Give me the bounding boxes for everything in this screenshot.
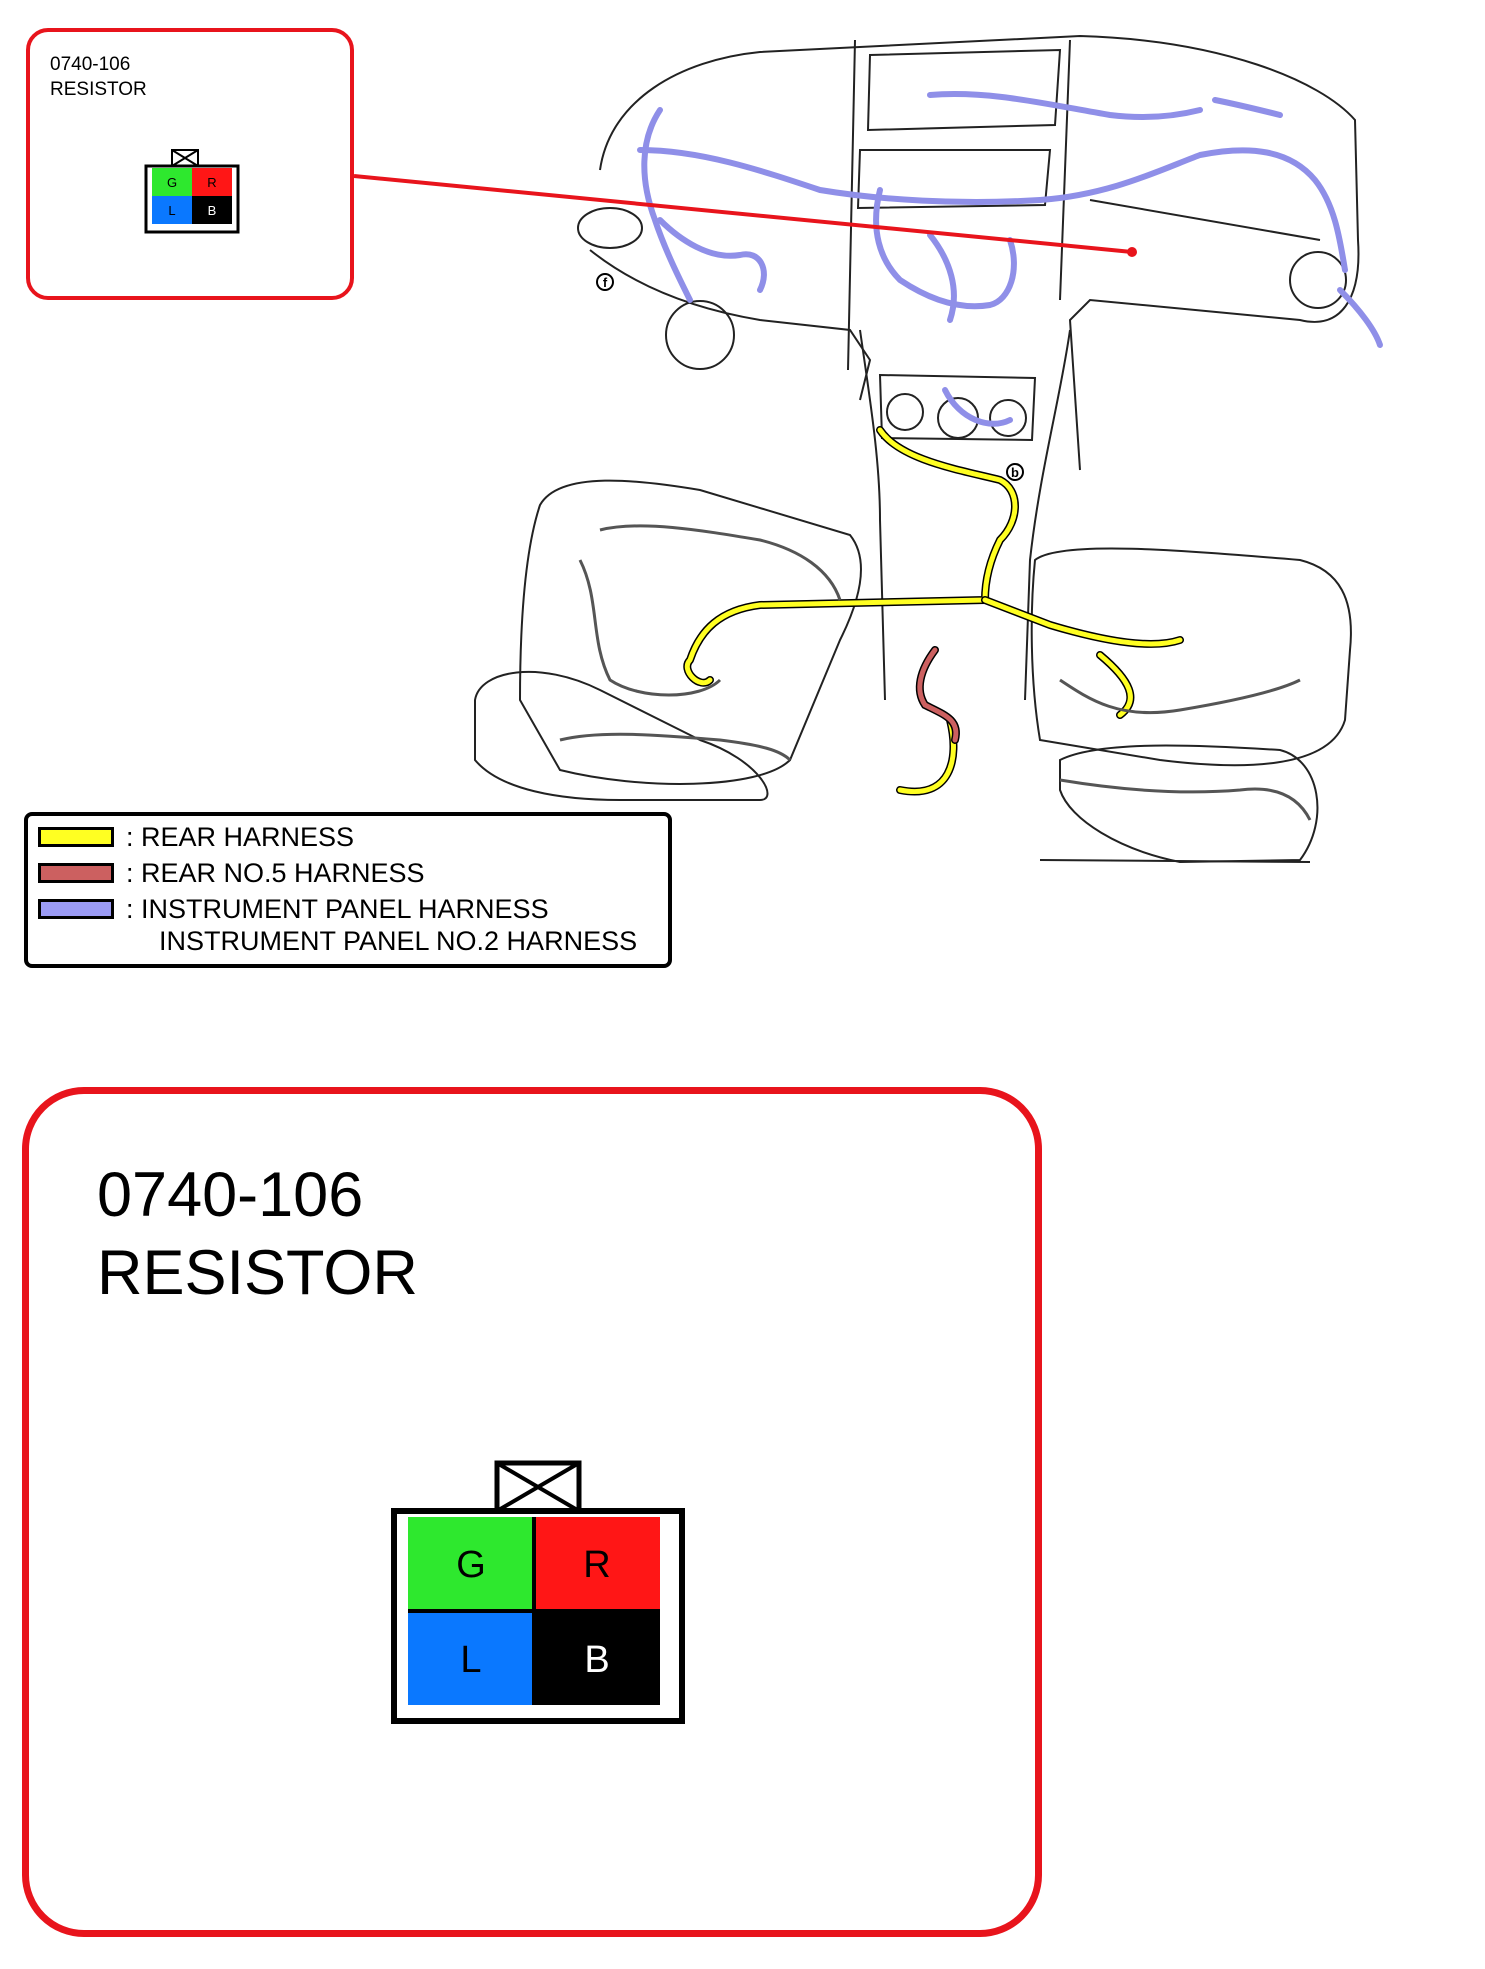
legend: : REAR HARNESS : REAR NO.5 HARNESS : INS… xyxy=(24,812,672,968)
left-seat-back xyxy=(518,479,862,785)
legend-item-instrument-panel-no2-harness: INSTRUMENT PANEL NO.2 HARNESS xyxy=(159,926,637,956)
svg-text:L: L xyxy=(460,1639,481,1681)
svg-text:R: R xyxy=(583,1544,610,1586)
part-number: 0740-106 xyxy=(50,54,131,75)
legend-label: : INSTRUMENT PANEL HARNESS xyxy=(126,894,549,924)
center-stack xyxy=(847,39,1071,371)
pin-l xyxy=(408,1611,534,1705)
connector-icon-large: G R L B xyxy=(391,1460,685,1724)
instrument-panel-harness xyxy=(637,91,1383,427)
dashboard-outline xyxy=(599,34,1360,471)
svg-text:L: L xyxy=(168,203,175,218)
rear-no5-harness xyxy=(915,646,960,744)
glovebox xyxy=(1089,199,1321,241)
legend-swatch xyxy=(38,899,114,919)
hvac-knob-left xyxy=(886,393,924,431)
legend-label: INSTRUMENT PANEL NO.2 HARNESS xyxy=(159,926,638,956)
part-name: RESISTOR xyxy=(97,1238,418,1308)
legend-item-rear-no5-harness: : REAR NO.5 HARNESS xyxy=(38,858,425,888)
legend-label: : REAR HARNESS xyxy=(126,822,355,852)
pin-r xyxy=(534,1517,660,1611)
pin-l xyxy=(152,196,192,224)
left-seat-cushion xyxy=(474,670,769,801)
part-number: 0740-106 xyxy=(97,1160,364,1230)
right-seat-cushion xyxy=(1059,744,1319,864)
legend-swatch xyxy=(38,863,114,883)
svg-text:f: f xyxy=(603,275,608,290)
hvac-panel xyxy=(878,373,1037,442)
marker-f: f xyxy=(596,273,614,291)
connector-icon-small: G R L B xyxy=(144,149,240,234)
svg-text:B: B xyxy=(584,1639,609,1681)
svg-text:B: B xyxy=(208,203,217,218)
center-console xyxy=(859,329,886,701)
part-name: RESISTOR xyxy=(50,79,147,100)
svg-text:G: G xyxy=(456,1544,486,1586)
screen-frame xyxy=(866,48,1062,132)
leader-line xyxy=(353,174,1133,254)
legend-item-instrument-panel-harness: : INSTRUMENT PANEL HARNESS xyxy=(38,894,549,924)
callout-large: 0740-106 RESISTOR G R L B xyxy=(22,1087,1042,1937)
legend-label: : REAR NO.5 HARNESS xyxy=(126,858,425,888)
callout-small-text: 0740-106 RESISTOR xyxy=(50,52,147,102)
floor-outline xyxy=(1039,859,1311,863)
right-seat-back xyxy=(1030,547,1352,767)
marker-b: b xyxy=(1006,463,1024,481)
center-console-right xyxy=(1024,329,1071,701)
hvac-knob-right xyxy=(989,399,1027,437)
legend-item-rear-harness: : REAR HARNESS xyxy=(38,822,354,852)
pin-g xyxy=(408,1517,534,1611)
svg-text:G: G xyxy=(167,175,177,190)
rear-harness xyxy=(683,426,1184,796)
left-vent xyxy=(577,207,643,249)
svg-text:b: b xyxy=(1011,465,1019,480)
vent-panel xyxy=(856,149,1052,210)
svg-text:R: R xyxy=(207,175,216,190)
connector-location xyxy=(1127,247,1137,257)
dashboard-lower-edge xyxy=(589,249,872,401)
other-wiring xyxy=(559,524,1312,821)
callout-small: 0740-106 RESISTOR G R L B xyxy=(26,28,354,300)
pin-r xyxy=(192,168,232,196)
right-vent xyxy=(1289,251,1347,309)
pin-b xyxy=(192,196,232,224)
pin-b xyxy=(534,1611,660,1705)
callout-large-text: 0740-106 RESISTOR xyxy=(97,1156,418,1312)
steering-column xyxy=(665,300,735,370)
pin-g xyxy=(152,168,192,196)
legend-swatch xyxy=(38,827,114,847)
